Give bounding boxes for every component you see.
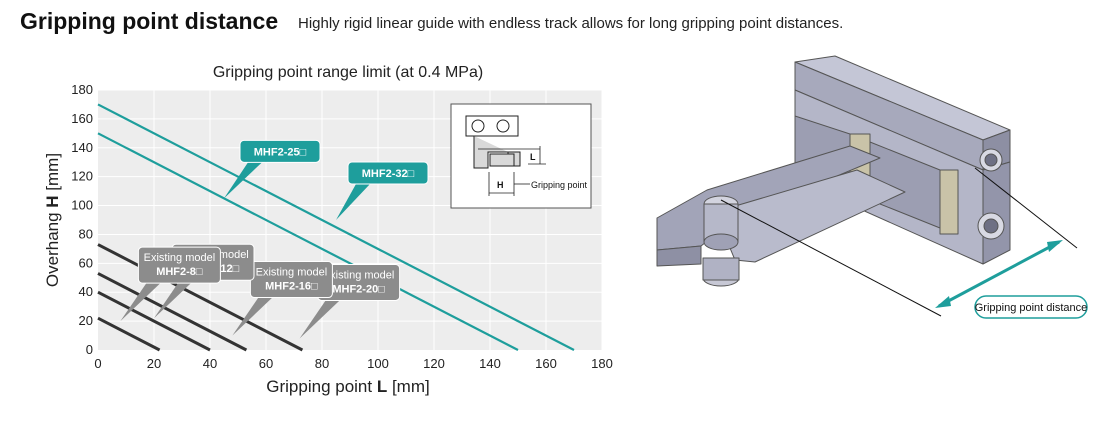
x-tick-label: 20 [147,356,161,371]
y-tick-label: 20 [79,313,93,328]
callout-label: MHF2-20□ [332,283,385,295]
y-tick-label: 100 [71,198,93,213]
inset-gripping-point-label: Gripping point [531,180,588,190]
y-tick-label: 80 [79,226,93,241]
callout-label: Existing model [323,269,395,281]
gripping-range-chart: Gripping point range limit (at 0.4 MPa) … [43,64,613,396]
x-axis-label: Gripping point L [mm] [266,377,429,396]
callout-box [137,246,221,284]
callout-label: MHF2-8□ [156,266,203,278]
page-subtitle: Highly rigid linear guide with endless t… [298,15,844,32]
x-tick-label: 120 [423,356,445,371]
x-tick-label: 140 [479,356,501,371]
x-tick-label: 40 [203,356,217,371]
chart-title: Gripping point range limit (at 0.4 MPa) [213,64,483,81]
gripper-illustration: Gripping point distance [656,55,1088,319]
x-tick-label: 100 [367,356,389,371]
gripping-distance-dimension: Gripping point distance [720,167,1088,319]
callout-pointer [154,280,194,319]
series-callout: MHF2-32□ [336,161,429,220]
callout-pointer [120,283,161,322]
y-tick-label: 0 [86,342,93,357]
x-tick-label: 0 [94,356,101,371]
callout-box [347,161,429,185]
callout-box [239,139,321,163]
x-tick-label: 160 [535,356,557,371]
series-callout: MHF2-25□ [224,139,321,199]
series-line [97,103,575,351]
y-tick-labels: 0 20 40 60 80 100 120 140 160 180 [71,82,93,357]
series-callouts: MHF2-32□MHF2-25□Existing modelMHF2-20□Ex… [120,139,429,339]
gripping-distance-label: Gripping point distance [975,302,1088,314]
inset-h-label: H [497,180,504,190]
series-line [97,290,211,352]
x-tick-label: 180 [591,356,613,371]
series-line [97,316,161,352]
series-lines [97,103,575,352]
page-title: Gripping point distance [20,8,279,34]
callout-label: MHF2-32□ [362,168,415,180]
y-axis-label: Overhang H [mm] [43,153,62,287]
callout-label: Existing model [144,252,216,264]
series-line [97,272,248,352]
gripper-attachment [656,145,906,287]
y-tick-label: 120 [71,169,93,184]
y-tick-label: 140 [71,140,93,155]
y-tick-label: 160 [71,111,93,126]
callout-label: Existing model [256,267,328,279]
callout-pointer [224,162,262,199]
callout-pointer [232,297,273,336]
inset-l-label: L [530,152,536,162]
series-line [97,243,304,352]
x-tick-label: 60 [259,356,273,371]
y-tick-label: 60 [79,255,93,270]
x-tick-label: 80 [315,356,329,371]
callout-pointer [336,184,370,220]
series-line [97,132,519,351]
y-tick-label: 40 [79,284,93,299]
x-tick-labels: 0 20 40 60 80 100 120 140 160 180 [94,356,612,371]
gripper-inset-diagram: L H Gripping point [450,103,592,209]
callout-label: MHF2-16□ [265,281,318,293]
callout-label: MHF2-25□ [254,146,307,158]
y-tick-label: 180 [71,82,93,97]
